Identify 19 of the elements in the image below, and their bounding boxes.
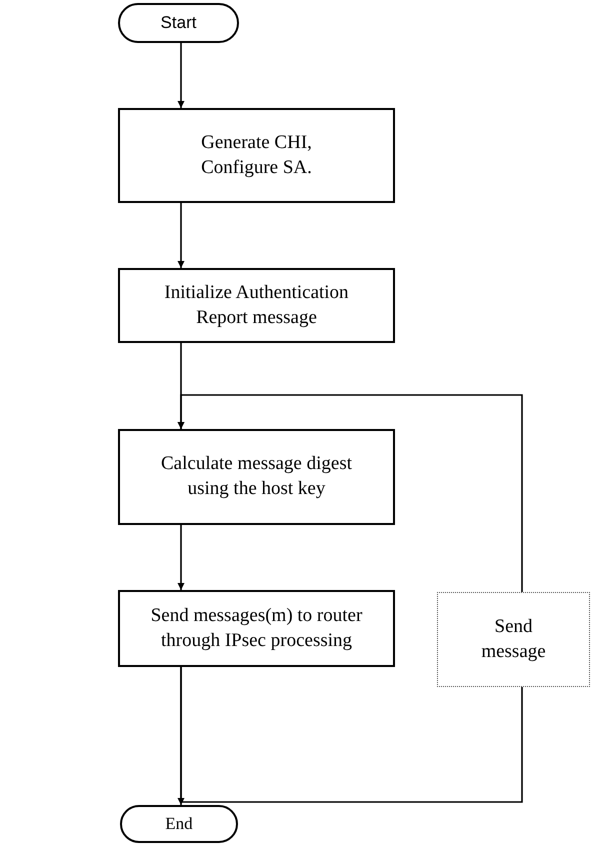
process-box — [118, 429, 395, 525]
terminal-pill — [118, 3, 239, 43]
node-label: End — [165, 814, 193, 834]
arrow — [178, 43, 184, 108]
node-label: Generate CHI, Configure SA. — [200, 130, 313, 180]
node-label: Initialize Authentication Report message — [163, 280, 350, 330]
connector-line — [180, 667, 523, 803]
node-label: Send messages(m) to router through IPsec processing — [150, 604, 364, 652]
process-box — [118, 108, 395, 203]
arrow — [178, 525, 184, 590]
arrow — [178, 203, 184, 268]
node-label: Calculate message digest using the host key — [160, 452, 353, 501]
terminal-pill — [120, 805, 238, 843]
process-box — [118, 268, 395, 343]
node-label: Send message — [480, 614, 547, 664]
node-label: Start — [160, 13, 196, 33]
dotted-box — [437, 592, 590, 687]
process-box — [118, 590, 395, 667]
arrow — [178, 394, 523, 592]
